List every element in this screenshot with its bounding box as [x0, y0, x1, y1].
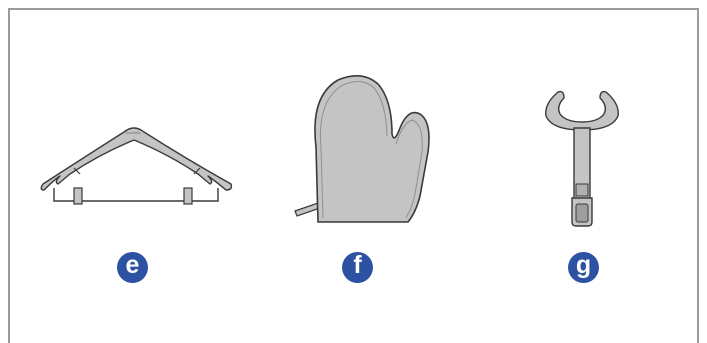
brush-holder-illustration [540, 84, 624, 232]
label-e-text: e [126, 253, 140, 278]
hanger-clip-left [74, 188, 82, 204]
glove-illustration [290, 72, 440, 228]
label-f-text: f [353, 253, 361, 278]
hanger-illustration: Gourmia [38, 118, 238, 210]
brush-holder-clamp [546, 92, 619, 130]
glove-body [315, 76, 429, 222]
hanger-clip-right [184, 188, 192, 204]
hanger-body [41, 128, 231, 190]
label-badge-g: g [568, 252, 599, 283]
label-badge-e: e [117, 252, 148, 283]
glove-loop [295, 203, 320, 216]
label-badge-f: f [342, 252, 373, 283]
hanger-brand-text: Gourmia [125, 130, 141, 135]
label-g-text: g [576, 253, 591, 278]
